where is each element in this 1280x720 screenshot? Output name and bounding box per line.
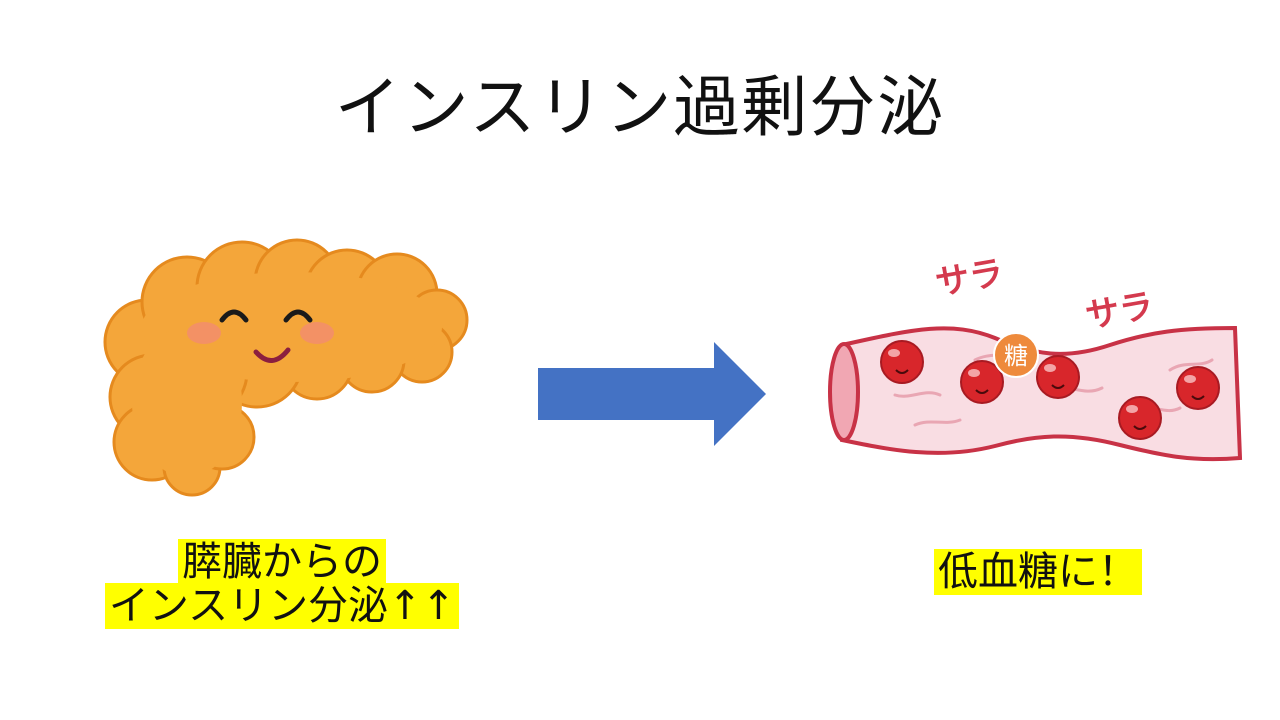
blood-cell [1118, 396, 1162, 440]
blood-cell [960, 360, 1004, 404]
page-title: インスリン過剰分泌 [334, 69, 946, 146]
left-caption-line-1: 膵臓からの [178, 539, 386, 585]
pancreas-fill [132, 272, 442, 477]
blood-cells [880, 340, 1220, 440]
left-caption: 膵臓からの インスリン分泌↑↑ [62, 539, 502, 629]
right-caption: 低血糖に！ [934, 549, 1142, 595]
sugar-label: 糖 [1004, 342, 1028, 370]
blood-cell [1176, 366, 1220, 410]
sugar-molecule: 糖 [993, 332, 1039, 378]
sara-text-2: サラ [1083, 286, 1157, 337]
blood-vessel-illustration: サラ サラ [828, 253, 1243, 462]
left-caption-line-2: インスリン分泌↑↑ [104, 583, 460, 629]
left-caption-line-2-wrap: インスリン分泌↑↑ [104, 583, 460, 629]
blood-cell [880, 340, 924, 384]
blood-cell [1036, 355, 1080, 399]
sara-text-1: サラ [933, 253, 1007, 304]
right-arrow-icon [538, 342, 766, 446]
left-caption-line-1-wrap: 膵臓からの [178, 539, 386, 585]
vessel-opening [828, 342, 860, 442]
pancreas-illustration [103, 238, 469, 497]
pancreas-face [187, 309, 334, 363]
right-caption-text: 低血糖に！ [934, 549, 1142, 595]
